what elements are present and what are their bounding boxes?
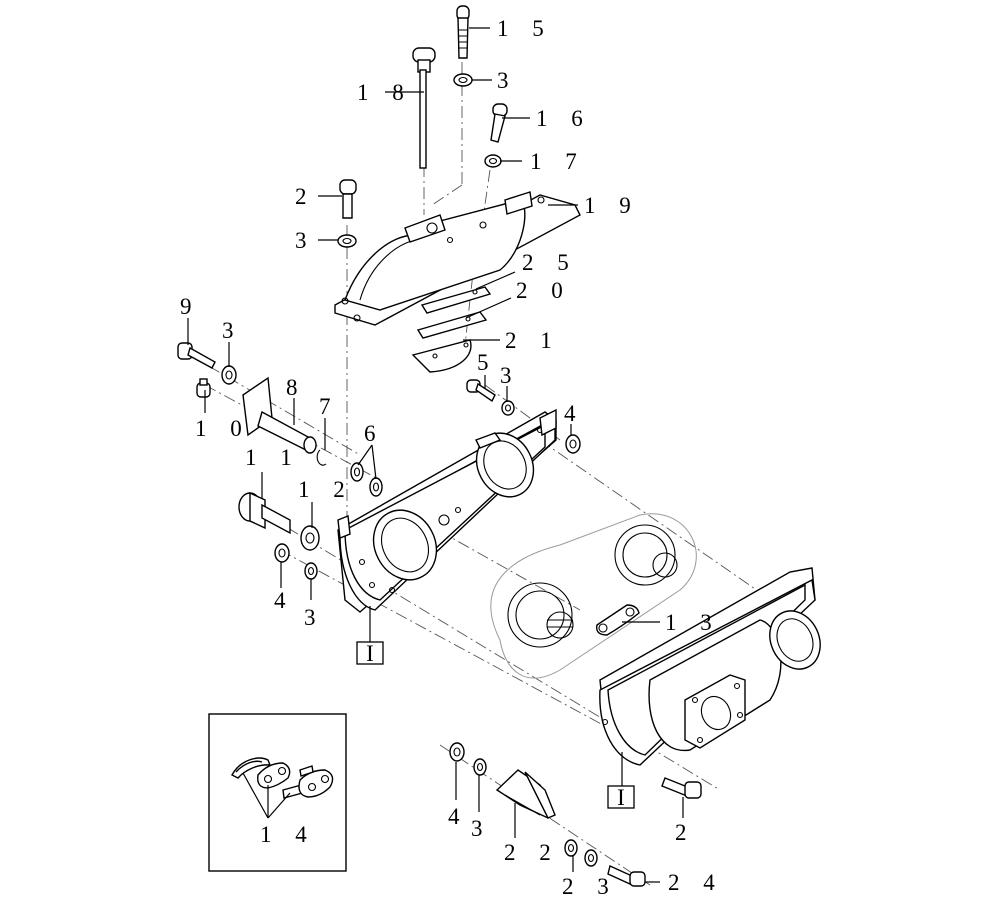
callout-labels: 1 5 3 1 8 1 6 1 7 2 1 9 3 2 5 2 0 2 1 9 …: [180, 16, 724, 899]
callout-16: 1 6: [536, 106, 592, 131]
callout-14: 1 4: [260, 822, 316, 847]
callout-8: 8: [286, 375, 307, 400]
callout-13: 1 3: [665, 610, 721, 635]
fitting-10: [196, 378, 211, 398]
chain-segment: [596, 604, 640, 636]
callout-10: 1 0: [195, 416, 251, 441]
boxed-ref-right-text: I: [617, 785, 625, 810]
boxed-ref-left-text: I: [366, 641, 374, 666]
washers-23: [564, 839, 598, 867]
callout-3: 3: [497, 68, 518, 93]
bolt-9: [177, 342, 216, 369]
washer-3-left: [221, 365, 237, 385]
boxed-ref-right: I: [607, 785, 635, 810]
callout-2: 2: [295, 184, 316, 209]
callout-6: 6: [364, 421, 385, 446]
shim-20: [416, 311, 488, 339]
chain-drive-phantom: [490, 513, 697, 679]
callout-2: 2: [675, 820, 696, 845]
shaft-plate-8: [242, 376, 317, 454]
callout-11: 1 1: [245, 445, 301, 470]
callout-23: 2 3: [562, 874, 618, 899]
nut-4-lower: [449, 742, 465, 762]
washer-17: [484, 154, 502, 168]
leader-lines: [187, 27, 684, 883]
callout-3: 3: [222, 318, 243, 343]
top-cover: [334, 191, 581, 326]
gearcase-right: [599, 567, 821, 766]
callout-15: 1 5: [497, 16, 553, 41]
washer-3-lower-left: [304, 562, 318, 580]
callout-7: 7: [319, 394, 340, 419]
lower-sprocket: [507, 582, 574, 648]
callout-24: 2 4: [668, 870, 724, 895]
bolt-24: [607, 865, 646, 887]
guide-22: [495, 769, 556, 819]
nut-4-left: [274, 543, 290, 563]
bolt-16: [490, 103, 508, 143]
callout-3: 3: [471, 816, 492, 841]
bolt-2-upper: [339, 179, 357, 219]
dipstick-18: [412, 47, 436, 169]
callout-3: 3: [295, 228, 316, 253]
callout-4: 4: [274, 588, 295, 613]
callout-5: 5: [477, 350, 498, 375]
washer-3-upper: [337, 234, 357, 248]
callout-3: 3: [304, 605, 325, 630]
boxed-ref-left: I: [356, 641, 384, 666]
bolt-5: [466, 379, 496, 403]
nut-4-mid: [565, 434, 581, 454]
bearing-11: [238, 491, 291, 535]
shim-25: [420, 286, 492, 314]
callout-12: 1 2: [298, 477, 354, 502]
bolt-2-lower: [661, 777, 702, 799]
callout-19: 1 9: [584, 193, 640, 218]
callout-22: 2 2: [504, 840, 560, 865]
callout-20: 2 0: [516, 278, 572, 303]
washer-3-mid: [501, 400, 515, 416]
gasket-21: [411, 339, 472, 373]
washer-12: [300, 525, 320, 551]
circlip-7: [316, 449, 327, 466]
callout-3: 3: [500, 363, 521, 388]
bolt-15: [456, 5, 470, 59]
washer-3-lower: [473, 758, 487, 776]
callout-18: 1 8: [357, 80, 413, 105]
washers-6: [350, 462, 383, 497]
callout-9: 9: [180, 294, 201, 319]
inset-chain-link: [208, 713, 347, 872]
callout-4: 4: [564, 401, 585, 426]
washer-3-top: [453, 73, 473, 87]
gearcase-left: [337, 408, 557, 613]
callout-17: 1 7: [530, 149, 586, 174]
upper-sprocket: [614, 524, 678, 586]
callout-21: 2 1: [505, 328, 561, 353]
callout-4: 4: [448, 804, 469, 829]
callout-25: 2 5: [522, 250, 578, 275]
